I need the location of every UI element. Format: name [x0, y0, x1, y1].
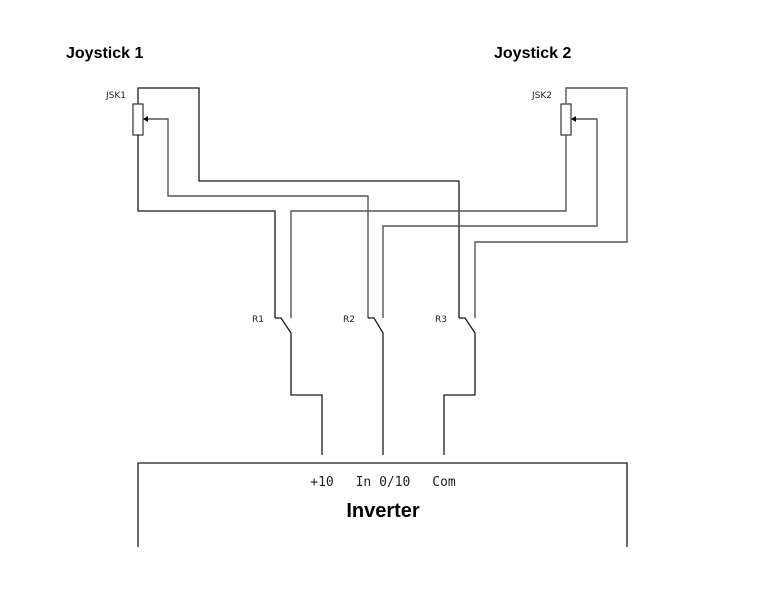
relay-r2-contact [368, 317, 384, 455]
inverter-box [137, 462, 628, 547]
joystick-1-title: Joystick 1 [66, 45, 143, 62]
inverter-title: Inverter [346, 500, 420, 522]
relay-r3-label: R3 [435, 315, 447, 325]
wire-jsk2-wiper-to-r2 [382, 118, 598, 318]
relay-r2: R2 [343, 315, 384, 455]
relay-r1-contact [275, 317, 323, 455]
joystick-2-title: Joystick 2 [494, 45, 571, 62]
wire-jsk1-wiper-to-r2 [148, 118, 369, 318]
inverter-terminal-in: In 0/10 [356, 475, 411, 490]
jsk1-label: JSK1 [105, 91, 126, 101]
relay-r1-label: R1 [252, 315, 264, 325]
jsk2-potentiometer [560, 103, 572, 136]
inverter-terminal-com: Com [432, 475, 456, 490]
jsk1-potentiometer [132, 103, 144, 136]
jsk2-label: JSK2 [531, 91, 552, 101]
relay-r3: R3 [435, 315, 476, 455]
wire-jsk2-top-to-r3 [474, 87, 628, 318]
relay-r3-contact [443, 317, 476, 455]
jsk2-wiper-arrow-icon [571, 116, 576, 122]
wire-jsk2-bottom-to-r1 [290, 135, 567, 318]
relay-r1: R1 [252, 315, 323, 455]
inverter-terminal-plus10: +10 [310, 475, 333, 490]
relay-r2-label: R2 [343, 315, 355, 325]
wire-jsk1-bottom-to-r1 [137, 135, 276, 318]
wire-jsk1-top-to-r3 [137, 87, 460, 318]
jsk1-wiper-arrow-icon [143, 116, 148, 122]
